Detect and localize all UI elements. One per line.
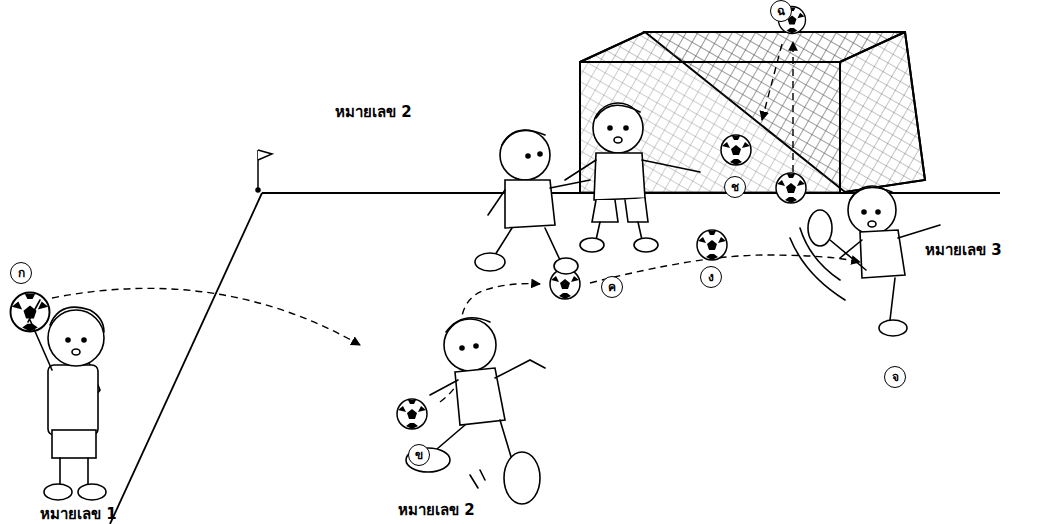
callout-letter: ข bbox=[408, 444, 430, 466]
callout-letter: จ bbox=[884, 366, 906, 388]
player-label: หมายเลข 2 bbox=[335, 100, 412, 124]
field-lines bbox=[110, 193, 1000, 524]
soccer-ball bbox=[11, 6, 807, 429]
player-label: หมายเลข 3 bbox=[925, 238, 1002, 262]
player bbox=[28, 103, 940, 504]
callout-letter: ก bbox=[10, 262, 32, 284]
callout-letter: ค bbox=[601, 276, 623, 298]
ball-path bbox=[52, 42, 860, 402]
callout-letter: ช bbox=[724, 176, 746, 198]
callout-letter: ง bbox=[700, 266, 722, 288]
player-label: หมายเลข 2 bbox=[398, 498, 475, 522]
player-label: หมายเลข 1 bbox=[40, 502, 117, 524]
callout-letter: ฉ bbox=[770, 0, 792, 22]
corner-flag bbox=[256, 150, 272, 192]
